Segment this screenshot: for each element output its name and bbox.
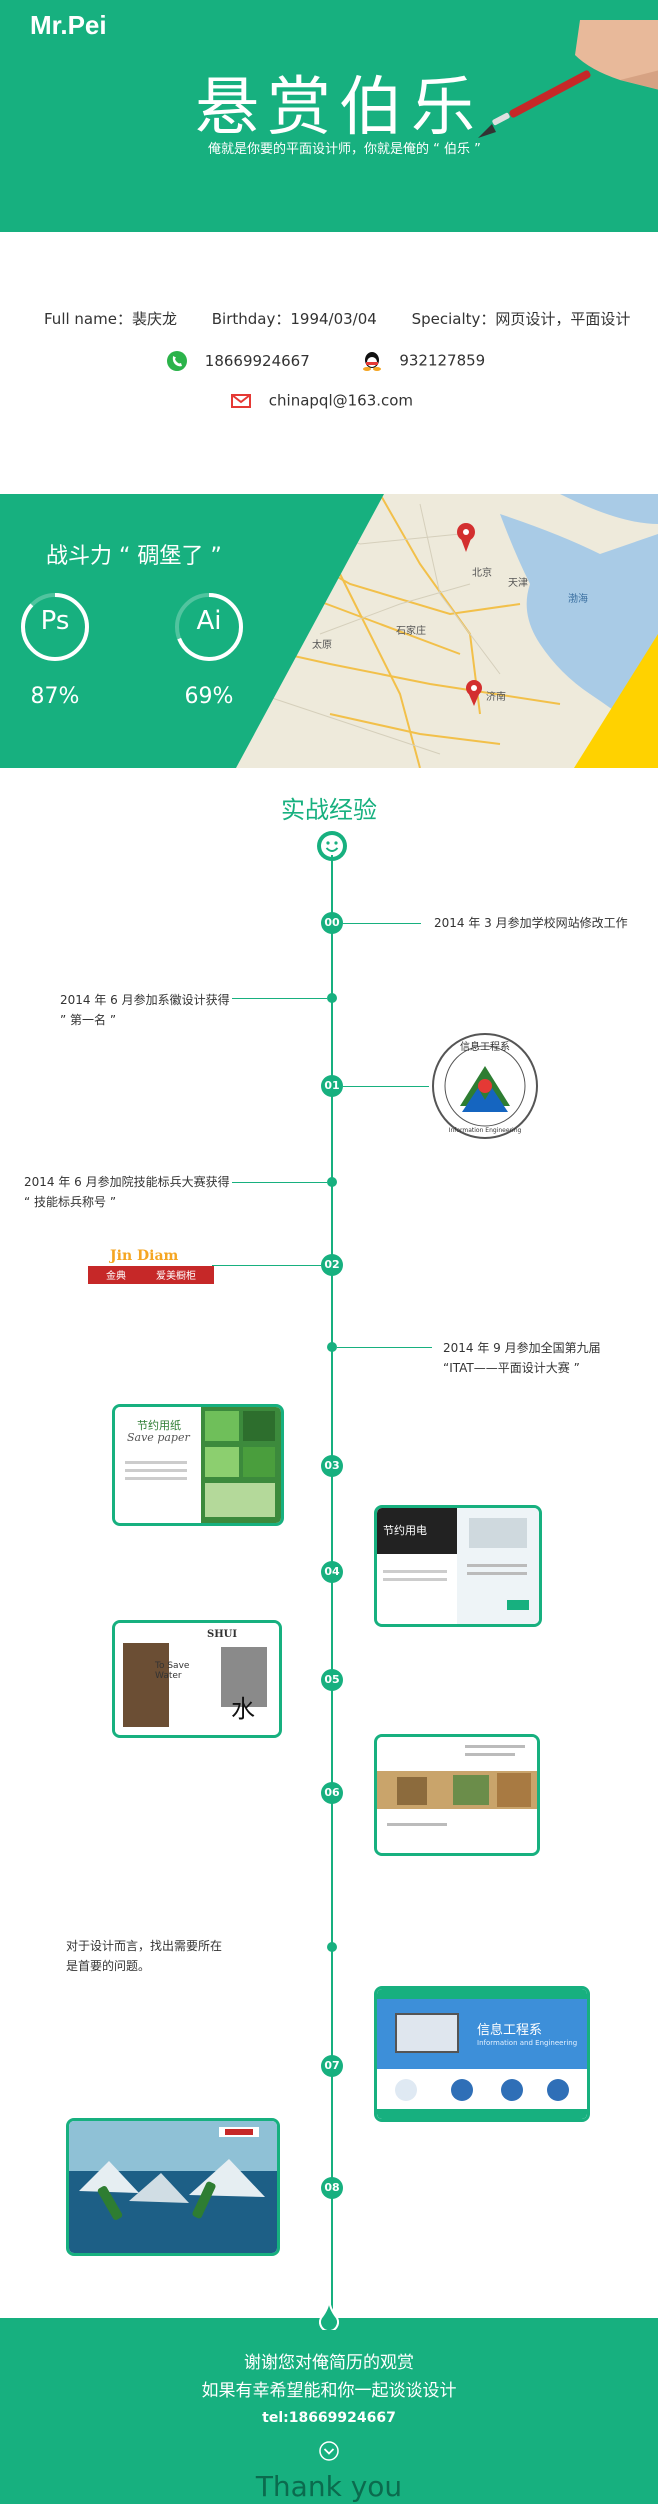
work-card-beer-poster[interactable] (66, 2118, 280, 2256)
connector-line (232, 998, 327, 999)
work-title: 信息工程系 (477, 2023, 543, 2038)
email-address: chinapql@163.com (268, 391, 414, 410)
timeline-node-01: 01 (321, 1075, 343, 1097)
ps-label: Ps (40, 606, 70, 636)
map-label-jinan: 济南 (486, 690, 506, 703)
timeline-dot (327, 1942, 337, 1952)
skill-section: 北京 天津 石家庄 太原 济南 渤海 Ps 87% Ai 69% (0, 494, 658, 768)
event-line: 2014 年 9 月参加全国第九届 (443, 1341, 601, 1355)
event-line: “ITAT——平面设计大赛 ” (443, 1361, 580, 1375)
mail-icon (231, 394, 251, 408)
ps-skill-ring (21, 593, 89, 661)
connector-line (337, 1347, 432, 1348)
specialty: Specialty：网页设计，平面设计 (411, 310, 631, 328)
jindian-logo-title: Jin Diam (110, 1248, 179, 1264)
jindian-logo: Jin Diam 金典 爱美橱柜 (88, 1248, 214, 1284)
event-school-website: 2014 年 3 月参加学校网站修改工作 (434, 916, 628, 930)
timeline-node-03: 03 (321, 1455, 343, 1477)
jindian-logo-right: 爱美橱柜 (156, 1271, 196, 1282)
work-title: 节约用纸 (137, 1419, 181, 1432)
event-line: “ 技能标兵称号 ” (24, 1195, 117, 1209)
thank-you-text: Thank you (255, 2470, 403, 2503)
ai-skill-ring (175, 593, 243, 661)
timeline-node-08: 08 (321, 2177, 343, 2199)
footer-invite-line: 如果有幸希望能和你一起谈谈设计 (201, 2381, 457, 2401)
full-name: Full name：裴庆龙 (44, 310, 177, 328)
beer-poster-illustration (69, 2121, 277, 2253)
map-illustration: 北京 天津 石家庄 太原 济南 渤海 (0, 494, 658, 768)
pen-hand-illustration (478, 20, 658, 138)
event-line: 是首要的问题。 (66, 1959, 151, 1973)
hero-banner: Mr.Pei 悬赏伯乐 俺就是你要的平面设计师，你就是俺的 “ 伯乐 ” (0, 0, 658, 232)
connector-line (232, 1182, 327, 1183)
work-title: To Save Water (155, 1661, 190, 1681)
profile-email: chinapql@163.com (230, 390, 413, 412)
ai-label: Ai (196, 606, 222, 636)
work-subtitle: Save paper (127, 1431, 190, 1444)
timeline-node-05: 05 (321, 1669, 343, 1691)
event-skill-contest: 2014 年 6 月参加院技能标兵大赛获得 “ 技能标兵称号 ” (24, 1172, 230, 1212)
phone-icon (167, 351, 187, 371)
connector-line (343, 923, 421, 924)
timeline-node-02: 02 (321, 1254, 343, 1276)
connector-line (212, 1265, 321, 1266)
smiley-icon (317, 831, 347, 861)
timeline-line (331, 855, 333, 2330)
qq-number: 932127859 (399, 351, 486, 370)
work-card-save-water[interactable]: To Save Water SHUI 水 (112, 1620, 282, 1738)
experience-title: 实战经验 (281, 796, 377, 824)
jindian-logo-left: 金典 (106, 1271, 126, 1282)
water-character: 水 (231, 1695, 255, 1723)
timeline-dot (327, 1342, 337, 1352)
emblem-subtitle: Information Engineering (449, 1127, 522, 1134)
timeline-node-06: 06 (321, 1782, 343, 1804)
work-title: 节约用电 (383, 1524, 427, 1537)
event-design-note: 对于设计而言，找出需要所在 是首要的问题。 (66, 1936, 222, 1976)
footer-tel: tel:18669924667 (262, 2410, 396, 2426)
ps-percent: 87% (30, 684, 80, 709)
event-line: 2014 年 6 月参加院技能标兵大赛获得 (24, 1175, 230, 1189)
phone-number: 18669924667 (204, 351, 310, 370)
qq-icon (362, 352, 381, 371)
timeline-node-00: 00 (321, 912, 343, 934)
ai-percent: 69% (184, 684, 234, 709)
page-subtitle: 俺就是你要的平面设计师，你就是俺的 “ 伯乐 ” (208, 142, 481, 157)
birthday: Birthday：1994/03/04 (211, 310, 377, 328)
map-pin-icon (466, 680, 482, 706)
page-title: 悬赏伯乐 (195, 71, 483, 145)
emblem-title: 信息工程系 (460, 1040, 510, 1053)
chevron-down-icon (319, 2441, 339, 2461)
department-emblem: 信息工程系 Information Engineering (432, 1033, 538, 1139)
profile-basic: Full name：裴庆龙 Birthday：1994/03/04 Specia… (44, 308, 658, 329)
map-pin-icon (457, 523, 475, 552)
skill-title: 战斗力 “ 碉堡了 ” (46, 544, 222, 569)
work-card-website[interactable]: 信息工程系 Information and Engineering (374, 1986, 590, 2122)
work-subtitle: Information and Engineering (477, 2039, 578, 2047)
work-card-brochure[interactable] (374, 1734, 540, 1856)
brand-logo: Mr.Pei (30, 10, 107, 40)
work-card-save-power[interactable]: 节约用电 (374, 1505, 542, 1627)
map-label-tianjin: 天津 (508, 577, 528, 589)
connector-line (343, 1086, 429, 1087)
event-logo-contest: 2014 年 6 月参加系徽设计获得 ” 第一名 ” (60, 990, 230, 1030)
timeline-dot (327, 1177, 337, 1187)
footer (0, 2298, 658, 2504)
work-head: SHUI (207, 1629, 238, 1640)
work-card-save-paper[interactable]: 节约用纸 Save paper (112, 1404, 284, 1526)
map-label-shijiazhuang: 石家庄 (396, 624, 426, 637)
map-label-bohai: 渤海 (568, 592, 588, 605)
drop-icon (319, 2298, 339, 2330)
event-line: 2014 年 6 月参加系徽设计获得 (60, 993, 230, 1007)
map-label-beijing: 北京 (472, 566, 492, 579)
footer-thanks-line: 谢谢您对俺简历的观赏 (244, 2353, 414, 2373)
map-label-taiyuan: 太原 (312, 638, 332, 651)
event-itat-contest: 2014 年 9 月参加全国第九届 “ITAT——平面设计大赛 ” (443, 1338, 601, 1378)
event-line: 对于设计而言，找出需要所在 (66, 1939, 223, 1953)
timeline-dot (327, 993, 337, 1003)
profile-contact: 18669924667 932127859 (166, 350, 485, 372)
timeline-node-04: 04 (321, 1561, 343, 1583)
timeline-node-07: 07 (321, 2055, 343, 2077)
event-line: ” 第一名 ” (60, 1013, 117, 1027)
